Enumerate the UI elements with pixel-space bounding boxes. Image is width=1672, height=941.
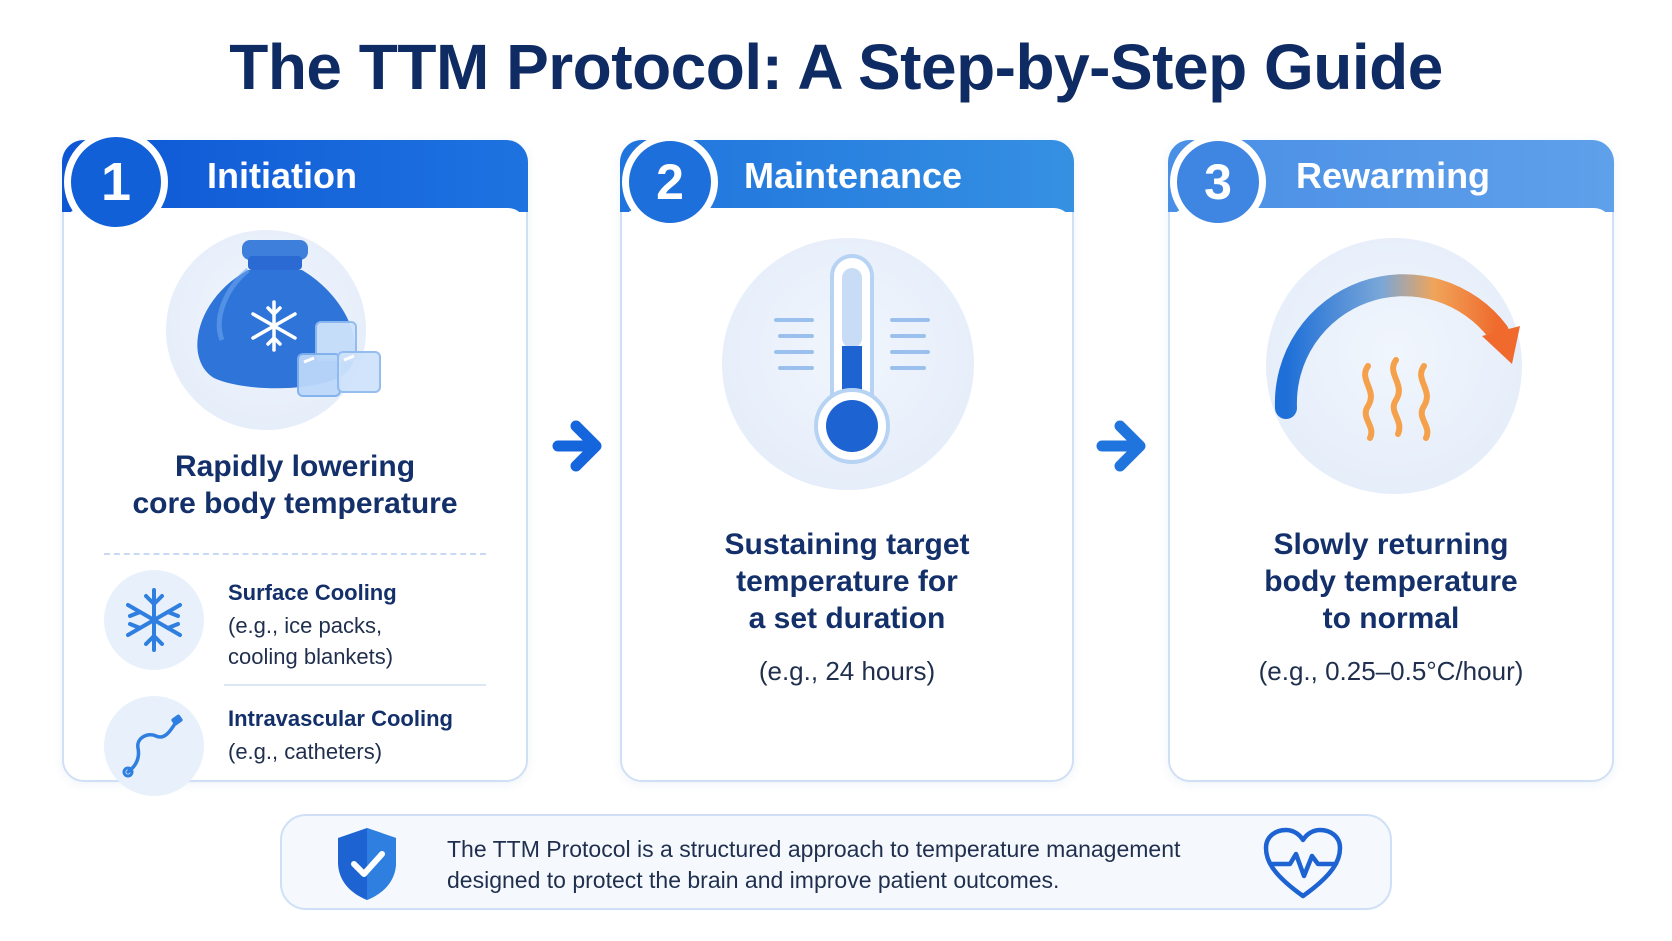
step-name: Initiation <box>207 155 357 196</box>
step-description: Slowly returning body temperature to nor… <box>1264 528 1518 635</box>
method-intravascular-cooling: Intravascular Cooling (e.g., catheters) <box>104 696 486 800</box>
step-example: (e.g., 0.25–0.5°C/hour) <box>1258 656 1524 686</box>
warming-gauge-icon <box>1274 274 1520 441</box>
step-example: (e.g., 24 hours) <box>758 656 936 686</box>
step-name: Rewarming <box>1296 155 1491 196</box>
step-number-badge: 2 <box>622 134 718 230</box>
step-card-initiation: Initiation 1 Rapidly lowering core body … <box>62 130 528 796</box>
step-body: Sustaining target temperature for a set … <box>622 208 1072 780</box>
step-number-badge: 1 <box>64 130 168 234</box>
page-title: The TTM Protocol: A Step-by-Step Guide <box>229 31 1443 103</box>
step-number-badge: 3 <box>1170 134 1266 230</box>
arrow-right-icon <box>1096 420 1146 472</box>
step-body: Rapidly lowering core body temperature S… <box>64 208 526 796</box>
snowflake-icon <box>126 588 182 652</box>
divider <box>224 684 486 686</box>
method-title: Surface Cooling <box>228 580 397 605</box>
step-description: Rapidly lowering core body temperature <box>132 450 458 520</box>
shield-check-icon <box>338 828 396 900</box>
divider <box>104 553 486 555</box>
ice-bag-icon <box>197 240 381 397</box>
thermometer-icon <box>774 254 930 464</box>
step-card-maintenance: Maintenance 2 Sustaining target temperat… <box>620 134 1074 782</box>
catheter-icon <box>122 714 183 778</box>
heartbeat-icon <box>1263 827 1343 899</box>
method-description: (e.g., catheters) <box>228 739 383 764</box>
step-description: Sustaining target temperature for a set … <box>724 528 970 635</box>
arrow-right-icon <box>552 420 602 472</box>
footer-text: The TTM Protocol is a structured approac… <box>447 836 1181 893</box>
method-description: (e.g., ice packs, cooling blankets) <box>228 613 394 669</box>
step-body: Slowly returning body temperature to nor… <box>1170 208 1612 780</box>
step-name: Maintenance <box>744 155 963 196</box>
footer-summary: The TTM Protocol is a structured approac… <box>280 814 1392 910</box>
method-title: Intravascular Cooling <box>228 706 453 731</box>
step-card-rewarming: Rewarming 3 Slowly returning body <box>1168 134 1614 782</box>
method-surface-cooling: Surface Cooling (e.g., ice packs, coolin… <box>104 570 486 674</box>
catheter-icon-circle <box>104 696 204 796</box>
